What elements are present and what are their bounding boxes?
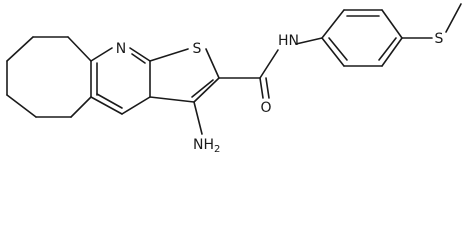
bond	[259, 77, 264, 99]
bond	[328, 37, 348, 61]
bond	[6, 94, 37, 118]
bond	[131, 53, 146, 64]
benzene-ring	[321, 9, 403, 67]
bond	[381, 9, 403, 39]
pyridine-nitrogen-label: N	[116, 41, 126, 57]
bond	[67, 36, 92, 62]
thioether-sulfur-label: S	[435, 31, 444, 47]
bond-amino	[193, 101, 203, 135]
pyridine-ring	[90, 47, 151, 115]
bond	[205, 48, 220, 79]
thiophene-ring	[149, 48, 220, 103]
bond	[90, 96, 123, 115]
bond	[193, 77, 220, 103]
bond	[191, 79, 214, 98]
bond	[96, 93, 123, 109]
bond	[90, 47, 113, 62]
bond	[295, 37, 323, 45]
bond	[149, 96, 195, 103]
bond	[321, 37, 345, 67]
amide-nh-label: HN	[278, 33, 299, 49]
amide-h-symbol: H	[278, 33, 289, 49]
bond	[129, 47, 151, 62]
bond	[381, 37, 403, 67]
amide-oxygen-label: O	[260, 100, 271, 116]
molecule-canvas: N S O HN NH2 S	[6, 3, 462, 155]
amide-n-symbol: N	[289, 33, 299, 49]
amino-nh-symbol: NH	[193, 137, 214, 153]
bond	[6, 36, 34, 62]
amide-group	[218, 37, 323, 99]
amino-subscript: 2	[214, 144, 220, 155]
bond	[321, 9, 345, 39]
bond	[265, 77, 270, 99]
amino-label: NH2	[193, 137, 220, 155]
bond	[259, 49, 279, 79]
molecule-structure: N S O HN NH2 S	[6, 3, 462, 155]
cycloheptane-ring	[6, 36, 92, 118]
bond	[149, 48, 189, 62]
bond	[121, 96, 151, 115]
bond	[378, 37, 397, 61]
bond-methyl	[445, 3, 462, 33]
bond	[70, 96, 92, 118]
thiophene-sulfur-label: S	[193, 41, 202, 57]
